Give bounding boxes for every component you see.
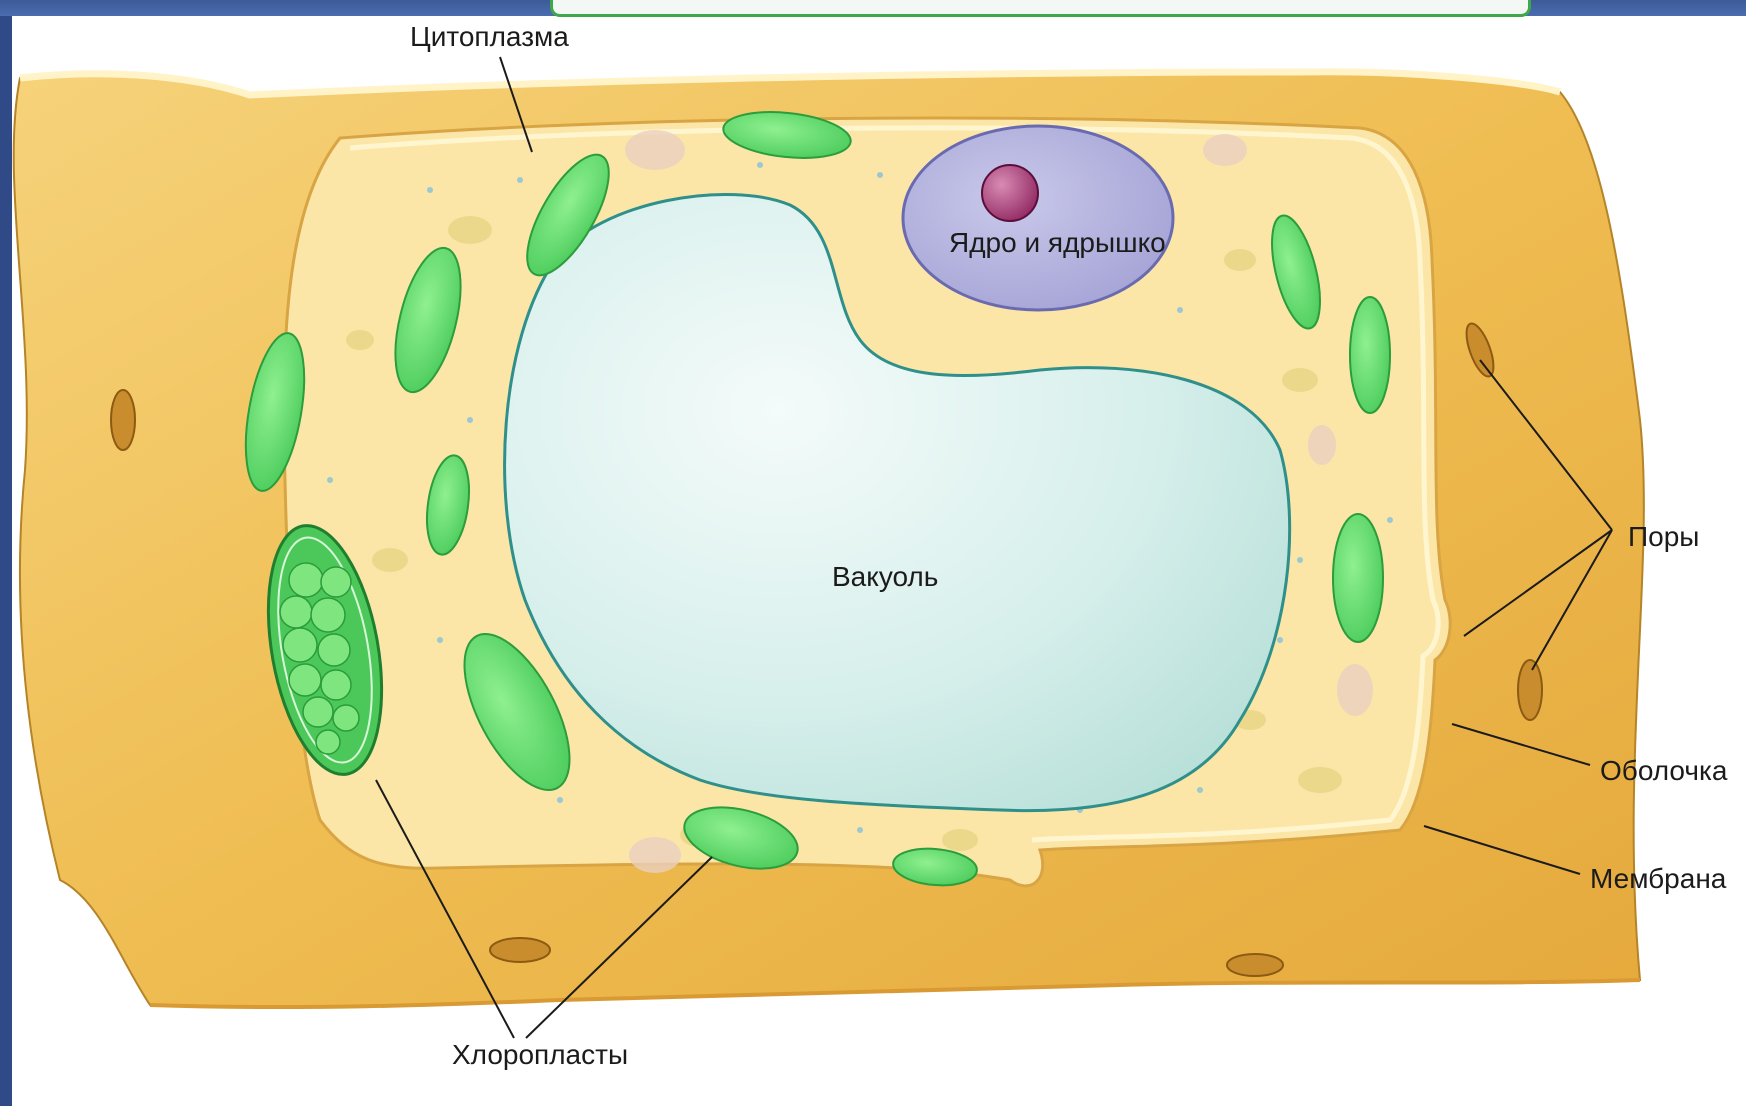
nucleolus xyxy=(982,165,1038,221)
pore xyxy=(490,938,550,962)
nucleus xyxy=(903,126,1173,310)
pore xyxy=(1518,660,1542,720)
label-nucleus: Ядро и ядрышко xyxy=(949,227,1166,258)
label-cell-wall: Оболочка xyxy=(1600,755,1728,786)
label-pores: Поры xyxy=(1628,521,1699,552)
label-cytoplasm: Цитоплазма xyxy=(410,21,569,52)
pore xyxy=(1227,954,1283,976)
chloroplast xyxy=(1333,514,1383,642)
chloroplast xyxy=(1350,297,1390,413)
label-membrane: Мембрана xyxy=(1590,863,1727,894)
pore xyxy=(111,390,135,450)
label-vacuole: Вакуоль xyxy=(832,561,938,592)
label-chloroplasts: Хлоропласты xyxy=(452,1039,628,1070)
